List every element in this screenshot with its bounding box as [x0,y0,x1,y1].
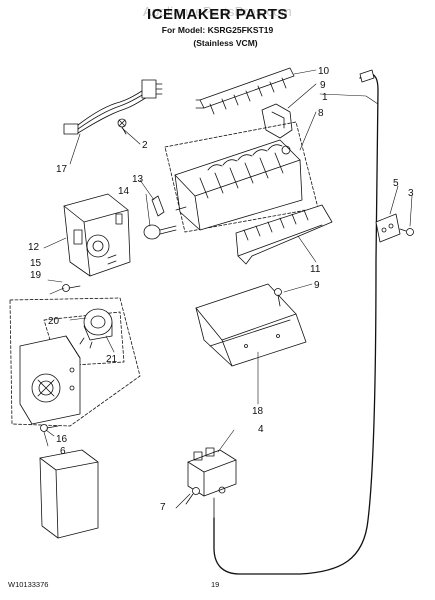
callout-18: 18 [252,406,264,417]
callout-6: 6 [60,446,66,457]
module-group-outline [9,297,141,427]
callout-3: 3 [408,188,414,199]
ejector-bar-drawing [235,204,333,265]
motor-housing-drawing [63,193,131,277]
callout-9-upper: 9 [320,80,326,91]
screw-16-drawing [40,424,59,432]
page-title: ICEMAKER PARTS [147,6,288,23]
callout-12: 12 [28,242,40,253]
shutoff-arm-drawing [195,67,295,115]
ice-mold-drawing [174,139,303,231]
screw-7-drawing [185,487,200,505]
callout-4: 4 [258,424,264,435]
callout-15: 15 [30,258,42,269]
callout-21: 21 [106,354,118,365]
variant-label: (Stainless VCM) [193,38,258,48]
callout-17: 17 [56,164,68,175]
water-valve-drawing [187,447,237,519]
callout-20: 20 [48,316,60,327]
cover-9-drawing [261,103,293,139]
callout-7: 7 [160,502,166,513]
callout-1: 1 [322,92,328,103]
screw-2-drawing [117,118,127,135]
callout-16: 16 [56,434,68,445]
callout-11: 11 [310,264,321,275]
callout-10: 10 [318,66,330,77]
callout-labels: 10 9 1 8 11 9 18 4 7 16 6 19 15 12 20 21… [28,66,414,513]
ice-tray-drawing [195,283,307,367]
leader-lines [43,69,413,509]
callout-2: 2 [142,140,148,151]
control-module-drawing [19,335,81,425]
callout-14: 14 [118,186,130,197]
screw-9-lower-drawing [274,288,282,307]
gear-shaft-drawing [143,195,187,240]
callout-8: 8 [318,108,324,119]
model-label: For Model: KSRG25FKST19 [161,25,274,35]
fill-tube-drawing [213,69,379,575]
wire-harness-drawing [63,79,163,135]
callout-19: 19 [30,270,42,281]
front-cover-drawing [39,449,99,539]
callout-13: 13 [132,174,144,185]
motor-drawing [79,308,113,349]
page-number: 19 [211,580,220,589]
screw-15-drawing [62,284,81,292]
callout-9-lower: 9 [314,280,320,291]
tube-bracket-drawing [375,213,414,243]
document-number: W10133376 [8,580,49,589]
watermark-text: AppliancePartsPros.com [143,4,292,19]
callout-5: 5 [393,178,399,189]
